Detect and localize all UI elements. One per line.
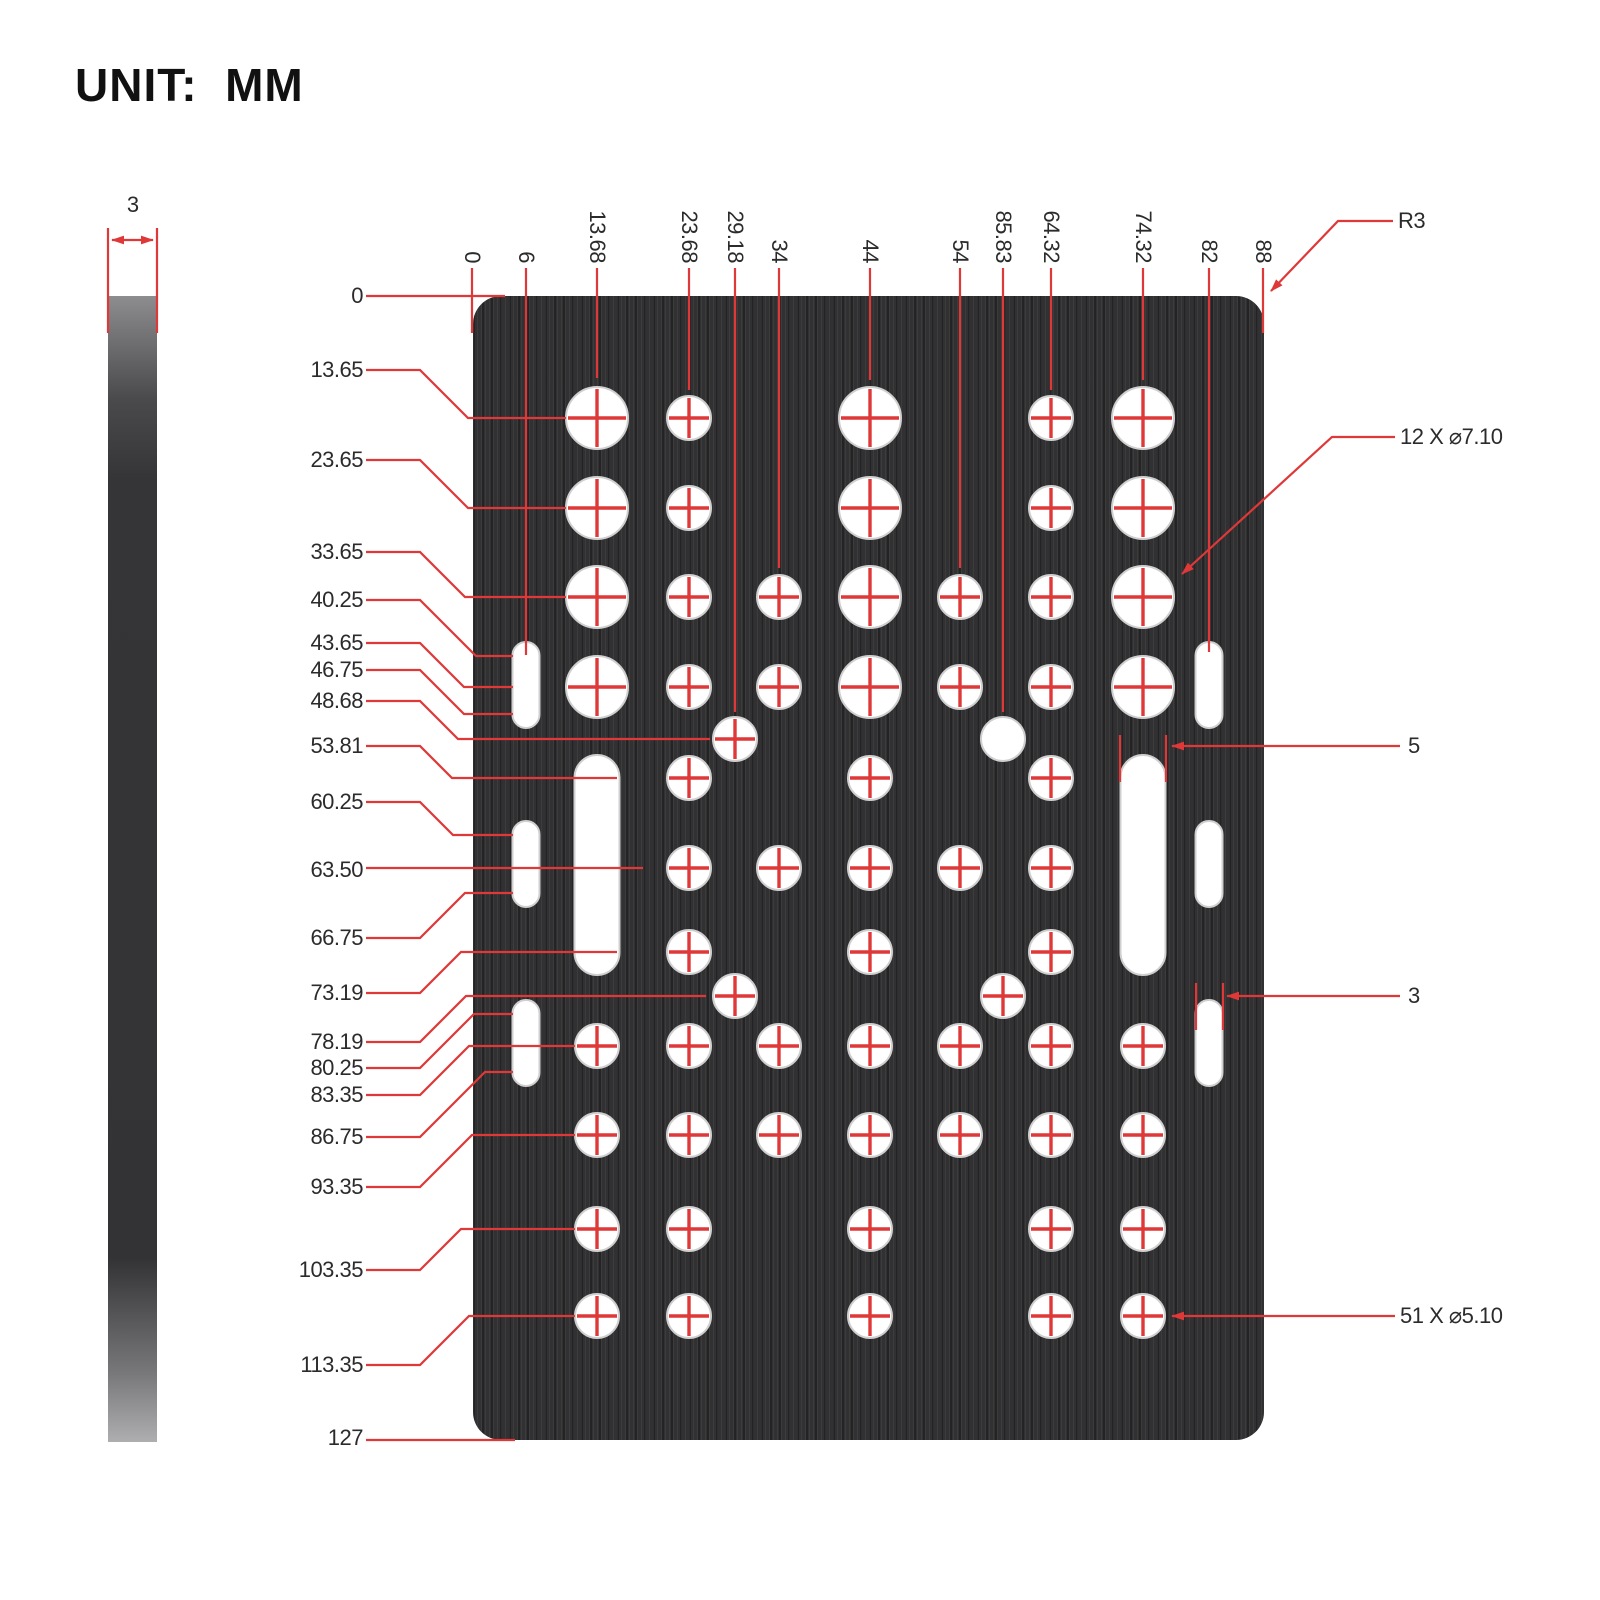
left-dimension-label: 53.81 [310,733,363,758]
slot [573,754,621,976]
left-dim-leader [366,668,513,716]
left-dim-leader [366,950,617,995]
left-dimension-label: 40.25 [310,587,363,612]
top-dimension-label: 23.68 [677,210,702,263]
left-dimension-label: 13.65 [310,357,363,382]
left-dim-leader [366,368,566,420]
top-dimension-label: 64.32 [1039,210,1064,263]
left-dim-leader [366,800,513,837]
top-dimension-label: 82 [1197,239,1222,263]
unit-title: UNIT: MM [75,59,304,111]
callout-label: R3 [1398,208,1426,233]
left-dimension-label: 33.65 [310,539,363,564]
slot [1194,820,1224,908]
callout-label: 5 [1408,733,1420,758]
left-dim-leader [366,744,617,780]
top-dimension-label: 74.32 [1131,210,1156,263]
left-dimension-label: 43.65 [310,630,363,655]
left-dimension-label: 48.68 [310,688,363,713]
left-dimension-label: 80.25 [310,1055,363,1080]
left-dim-leader [366,1070,513,1139]
left-dimension-label: 66.75 [310,925,363,950]
left-dimension-label: 83.35 [310,1082,363,1107]
slot [1119,754,1167,976]
left-dim-leader [366,1133,575,1189]
left-dim-leader [366,699,710,741]
left-dimension-label: 73.19 [310,980,363,1005]
left-dim-leader [366,891,513,940]
slot [511,820,541,908]
left-dim-leader [366,1044,575,1097]
slot [1194,999,1224,1087]
thickness-dimension-label: 3 [126,192,140,217]
left-dimension-label: 23.65 [310,447,363,472]
callout-leader [1181,435,1395,575]
left-dimension-label: 113.35 [300,1352,363,1377]
slot [1194,641,1224,729]
slot [511,999,541,1087]
left-dim-leader [366,1012,513,1070]
callout-label: 12 X ⌀7.10 [1400,424,1503,449]
top-dimension-label: 54 [948,239,973,263]
top-dimension-label: 29.18 [723,210,748,263]
top-dimension-label: 44 [858,239,883,263]
left-dimension-label: 93.35 [310,1174,363,1199]
plate-side-view [108,296,157,1442]
left-dimension-label: 127 [327,1425,364,1450]
top-dimension-label: 88 [1251,239,1276,263]
left-dim-leader [366,994,706,1044]
left-dimension-label: 86.75 [310,1124,363,1149]
top-dimension-label: 13.68 [585,210,610,263]
left-dim-leader [366,550,566,599]
left-dimension-label: 46.75 [310,657,363,682]
left-dim-leader [366,1227,575,1272]
left-dim-leader [366,598,513,658]
left-dim-leader [366,458,566,510]
callout-label: 3 [1408,983,1420,1008]
left-dimension-label: 60.25 [310,789,363,814]
left-dimension-label: 103.35 [298,1257,364,1282]
hole-plain [980,716,1026,762]
top-dimension-label: 6 [514,251,539,263]
callout-leader [1270,219,1393,292]
left-dimension-label: 78.19 [310,1029,363,1054]
top-dimension-label: 34 [767,239,792,263]
left-dimension-label: 63.50 [310,857,363,882]
top-dimension-label: 85.83 [991,210,1016,263]
top-dimension-label: 0 [460,251,485,263]
left-dimension-label: 0 [351,283,363,308]
callout-label: 51 X ⌀5.10 [1400,1303,1503,1328]
left-dim-leader [366,1314,575,1367]
left-dim-leader [366,641,513,689]
